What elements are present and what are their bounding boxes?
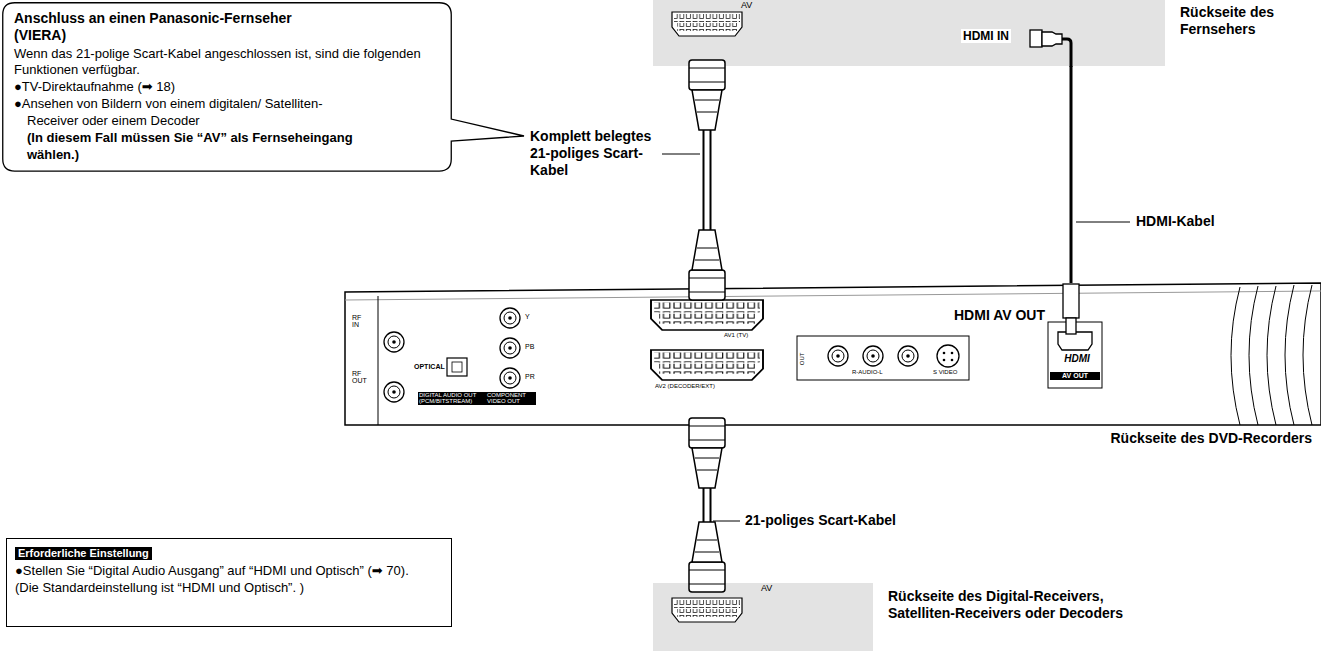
recorder-panel xyxy=(797,336,969,380)
recorder-panel xyxy=(384,382,404,402)
scart-plugs xyxy=(689,230,725,300)
socket-label: AV1 (TV) xyxy=(724,332,748,338)
tv-back-panel: AVHDMI INRückseite des Fernsehers xyxy=(653,0,1165,66)
socket-label: Y xyxy=(525,313,530,320)
socket-label: RF OUT xyxy=(352,370,372,385)
bullet-item: ●Stellen Sie “Digital Audio Ausgang” auf… xyxy=(15,563,453,580)
recorder-panel xyxy=(345,283,1321,425)
scart-plugs xyxy=(689,522,725,592)
bullet-item: ●Ansehen von Bildern von einem digitalen… xyxy=(14,96,357,130)
recorder-panel xyxy=(898,346,918,366)
recorder-panel xyxy=(500,338,520,358)
recorder-panel xyxy=(651,350,763,380)
receiver-back-panel: AVRückseite des Digital-Receivers, Satel… xyxy=(653,583,873,651)
socket-label: PR xyxy=(525,373,535,380)
scart-plugs xyxy=(689,60,725,592)
recorder-panel xyxy=(500,308,520,328)
scart-plugs xyxy=(689,60,725,130)
recorder-panel xyxy=(1063,284,1079,318)
recorder-panel xyxy=(951,359,954,362)
callout-heading: Anschluss an einen Panasonic-Fernseher (… xyxy=(14,10,344,44)
recorder-panel xyxy=(951,352,954,355)
socket-label: PB xyxy=(525,343,534,350)
settings-note: (Die Standardeinstellung ist “HDMI und O… xyxy=(15,580,440,597)
settings-heading: Erforderliche Einstellung xyxy=(15,547,152,560)
tv-panel xyxy=(1062,39,1071,67)
socket-name: AV xyxy=(761,584,772,594)
socket-name: HDMI AV OUT xyxy=(945,307,1045,324)
tv-panel xyxy=(672,12,742,36)
recorder-panel xyxy=(384,332,404,352)
tv-panel xyxy=(653,0,1165,66)
cable-label: Komplett belegtes 21-poliges Scart-Kabel xyxy=(530,128,670,178)
recorder-panel xyxy=(1066,318,1076,334)
bullet-item: ●TV-Direktaufnahme (➡ 18) xyxy=(14,79,447,96)
socket-label: AV OUT xyxy=(1050,372,1100,380)
leader-lines xyxy=(713,521,740,522)
socket-label: R-AUDIO-L xyxy=(852,369,883,375)
hdmi-logo: HDMI xyxy=(1057,353,1097,364)
socket-label: DIGITAL AUDIO OUT (PCM/BITSTREAM) xyxy=(418,392,494,405)
recorder-panel xyxy=(943,352,946,355)
cable-group xyxy=(1071,66,1072,283)
socket-label: AV2 (DECODER/EXT) xyxy=(655,383,715,389)
recorder-panel xyxy=(452,362,462,372)
panel-caption: Rückseite des DVD-Recorders xyxy=(1080,430,1312,447)
recorder-panel xyxy=(1231,285,1312,425)
recorder-panel xyxy=(651,300,763,330)
receiver-panel xyxy=(653,583,873,651)
receiver-panel xyxy=(672,598,742,622)
hdmi-cable xyxy=(1070,66,1073,283)
socket-name: HDMI IN xyxy=(961,29,1011,43)
callout-body: Wenn das 21-polige Scart-Kabel angeschlo… xyxy=(14,46,439,80)
socket-label: S VIDEO xyxy=(933,369,957,375)
recorder-panel xyxy=(345,283,1321,425)
recorder-panel xyxy=(345,291,1321,300)
recorder-panel xyxy=(447,358,467,376)
socket-label: RF IN xyxy=(352,314,368,329)
leader-lines xyxy=(1076,222,1130,223)
panel-caption: Rückseite des Digital-Receivers, Satelli… xyxy=(888,588,1133,622)
socket-label: OUT xyxy=(799,347,805,365)
recorder-panel xyxy=(1058,332,1092,350)
recorder-panel xyxy=(500,368,520,388)
panel-caption: Rückseite des Fernsehers xyxy=(1180,4,1310,38)
socket-name: AV xyxy=(741,1,752,11)
tv-panel xyxy=(1042,32,1062,46)
cable-label: HDMI-Kabel xyxy=(1136,213,1215,230)
recorder-panel xyxy=(937,345,959,367)
socket-label: OPTICAL xyxy=(414,363,445,371)
callout-box: Anschluss an einen Panasonic-Fernseher (… xyxy=(2,2,452,172)
recorder-panel xyxy=(378,296,379,425)
receiver-panel xyxy=(653,583,873,651)
recorder-panel xyxy=(863,346,883,366)
leader-lines xyxy=(662,154,700,155)
scart-plugs xyxy=(689,418,725,488)
settings-box: Erforderliche Einstellung ●Stellen Sie “D… xyxy=(6,538,452,627)
tv-panel xyxy=(1030,30,1042,47)
recorder-panel xyxy=(943,359,946,362)
callout-outline xyxy=(3,3,524,171)
socket-label: COMPONENT VIDEO OUT xyxy=(486,392,536,405)
leader-lines xyxy=(662,154,1130,521)
recorder-panel xyxy=(828,346,848,366)
bullet-note: (In diesem Fall müssen Sie “AV” als Fern… xyxy=(14,130,357,164)
cable-label: 21-poliges Scart-Kabel xyxy=(745,512,896,529)
tv-panel xyxy=(653,0,1165,67)
